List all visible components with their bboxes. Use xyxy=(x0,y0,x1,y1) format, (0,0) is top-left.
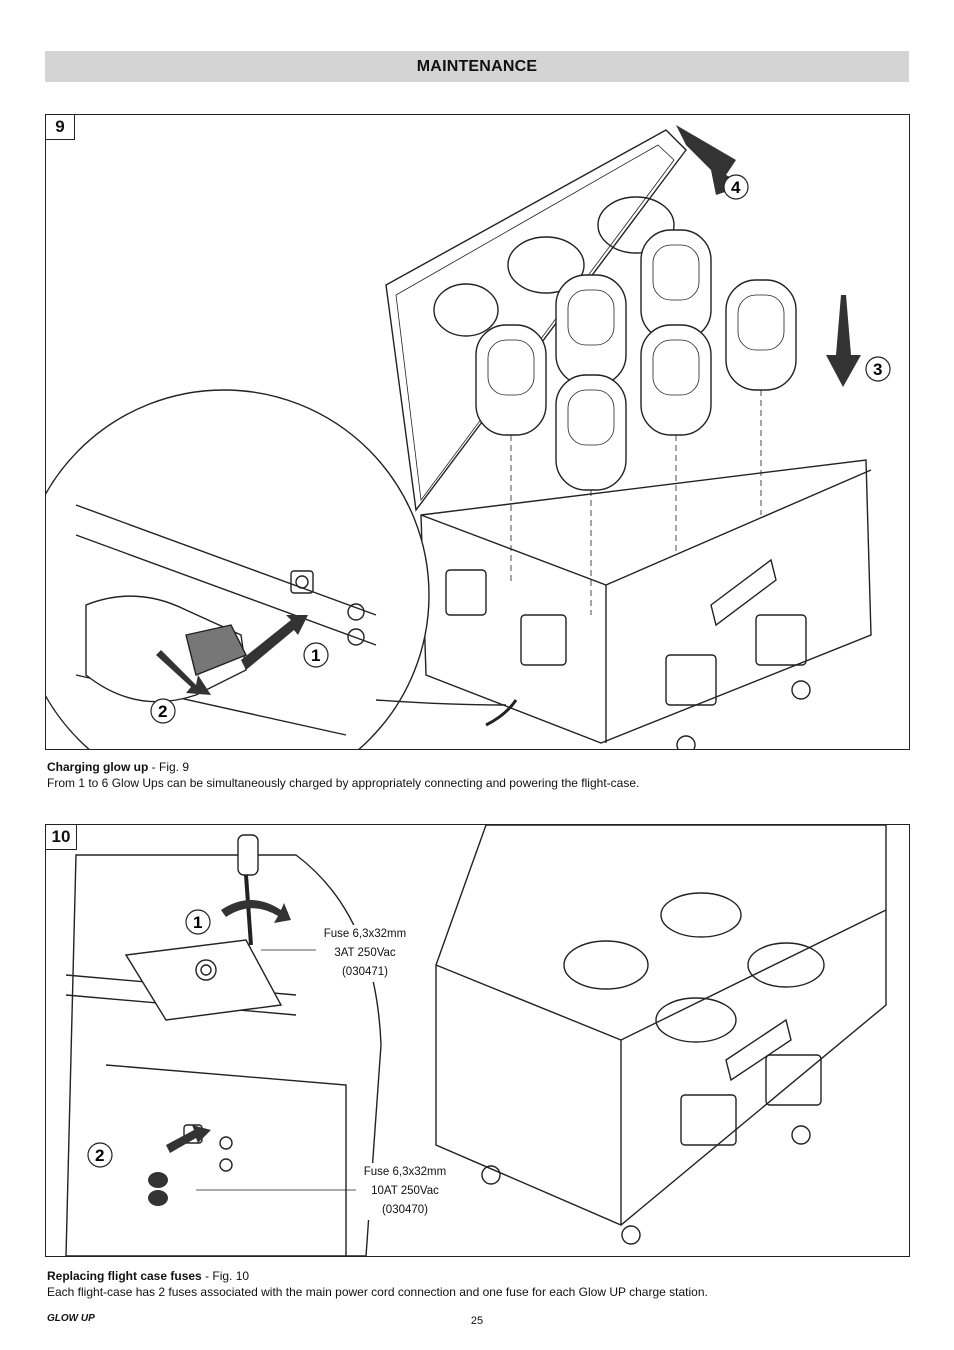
caption-ref: - Fig. 9 xyxy=(148,760,190,774)
figure-9-caption: Charging glow up - Fig. 9 From 1 to 6 Gl… xyxy=(47,759,639,791)
callout-4: 4 xyxy=(731,178,741,197)
section-title: MAINTENANCE xyxy=(416,57,538,75)
callout-3: 3 xyxy=(873,360,882,379)
fuse-bottom-size: Fuse 6,3x32mm xyxy=(363,1166,447,1178)
caption-text: Each flight-case has 2 fuses associated … xyxy=(47,1285,708,1299)
fuse-bottom-rating: 10AT 250Vac xyxy=(371,1185,439,1197)
fuse-bottom-code: (030470) xyxy=(381,1204,429,1216)
section-header: MAINTENANCE xyxy=(45,51,909,82)
caption-text: From 1 to 6 Glow Ups can be simultaneous… xyxy=(47,776,640,790)
fuse-top-rating: 3AT 250Vac xyxy=(334,947,396,959)
figure-10-illustration: 1 2 xyxy=(65,825,887,1256)
figure-9: 9 xyxy=(45,114,910,750)
caption-ref: - Fig. 10 xyxy=(201,1269,250,1283)
fuse-label-top: Fuse 6,3x32mm 3AT 250Vac (030471) xyxy=(316,925,414,982)
callout-2: 2 xyxy=(95,1146,104,1165)
callout-1: 1 xyxy=(193,913,202,932)
caption-title: Replacing flight case fuses xyxy=(47,1269,202,1283)
callout-1: 1 xyxy=(311,646,320,665)
fuse-label-bottom: Fuse 6,3x32mm 10AT 250Vac (030470) xyxy=(356,1163,454,1220)
page-number: 25 xyxy=(470,1315,484,1327)
fuse-top-code: (030471) xyxy=(341,966,389,978)
figure-10-caption: Replacing flight case fuses - Fig. 10 Ea… xyxy=(47,1268,708,1300)
caption-title: Charging glow up xyxy=(47,760,149,774)
figure-9-illustration: 4 3 1 2 xyxy=(46,125,891,749)
figure-number: 10 xyxy=(46,825,77,850)
footer-brand: GLOW UP xyxy=(47,1313,95,1324)
fuse-top-size: Fuse 6,3x32mm xyxy=(323,928,407,940)
figure-10: 10 xyxy=(45,824,910,1257)
figure-number: 9 xyxy=(46,115,75,140)
callout-2: 2 xyxy=(158,702,167,721)
